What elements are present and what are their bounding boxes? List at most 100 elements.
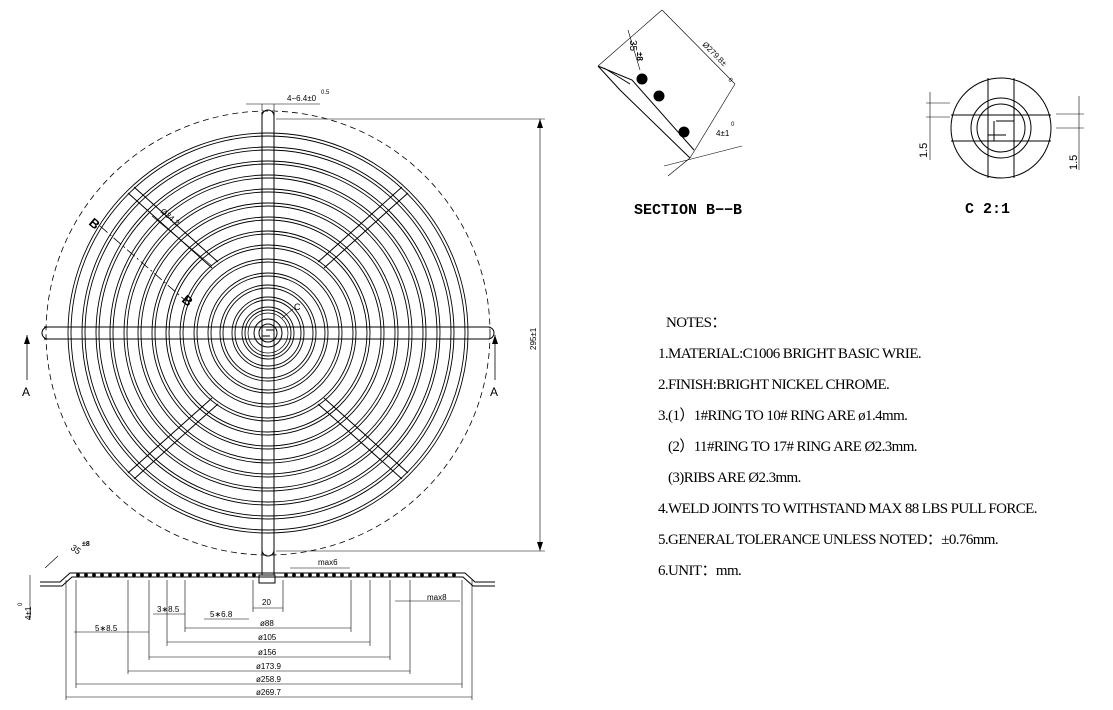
wire-section-dot — [100, 573, 104, 577]
wire-section-dot — [156, 573, 160, 577]
guard-ring — [140, 205, 396, 461]
guard-ring — [241, 306, 295, 360]
section-angle: 35 — [627, 40, 638, 52]
wire-section-dot — [372, 573, 376, 577]
guard-ring — [165, 230, 371, 436]
wire-section-dot — [308, 573, 312, 577]
guard-ring — [154, 219, 382, 447]
section-a-right-label: A — [490, 385, 498, 399]
guard-ring — [222, 287, 314, 379]
side-view-labels: 35 ±8 4±1 0 max6 max8 5∗8.5 3∗8.5 5∗6.8 … — [18, 541, 447, 697]
guard-ring — [70, 135, 466, 531]
detail-c-labels: 1.5 1.5 C 2:1 — [918, 143, 1080, 218]
wire-section-dot — [76, 573, 80, 577]
wire-section-dot — [180, 573, 184, 577]
wire-section-dot — [236, 573, 240, 577]
mount-lug-right — [478, 326, 495, 340]
wire-section-dot — [364, 573, 368, 577]
center-rib-block — [258, 574, 276, 584]
section-bb-view — [597, 9, 743, 177]
side-angle-tol: ±8 — [82, 541, 90, 548]
top-slot-dim: 4−6.4±0 — [287, 94, 317, 103]
side-view — [29, 555, 495, 700]
wire-section-dot — [92, 573, 96, 577]
wire-section-dot — [292, 573, 296, 577]
guard-ring — [168, 233, 368, 433]
wire-section-dot — [188, 573, 192, 577]
guard-ring — [112, 177, 424, 489]
wire-section-dot — [356, 573, 360, 577]
guard-ring — [244, 309, 292, 357]
wire-section-dot — [140, 573, 144, 577]
wire-section-dot — [348, 573, 352, 577]
wire-section-dot — [444, 573, 448, 577]
side-angle-dim: 35 — [69, 542, 83, 556]
notes-heading: NOTES： — [666, 315, 726, 331]
note-item: 2.FINISH:BRIGHT NICKEL CHROME. — [658, 377, 890, 393]
guard-ring — [210, 275, 326, 391]
max-top-dim: max6 — [318, 558, 338, 567]
top-slot-tol: 0.5 — [321, 90, 330, 96]
section-offset-tol: 0 — [731, 122, 735, 128]
d269-dim: ø269.7 — [256, 688, 281, 697]
wire-section-dot — [252, 573, 256, 577]
wire-section-dot — [332, 573, 336, 577]
note-item: 4.WELD JOINTS TO WITHSTAND MAX 88 LBS PU… — [658, 501, 1037, 517]
wire-section-dot — [380, 573, 384, 577]
wire-section-dot — [124, 573, 128, 577]
wire-section-dot — [284, 573, 288, 577]
note-item: 1.MATERIAL:C1006 BRIGHT BASIC WRIE. — [658, 346, 922, 362]
d88-dim: ø88 — [260, 619, 274, 628]
guard-ring — [98, 163, 438, 503]
side-dimension-lines — [29, 555, 472, 698]
front-view — [24, 103, 545, 557]
detail-c-dim-right: 1.5 — [1068, 155, 1080, 170]
mount-lug-left — [41, 326, 58, 340]
guard-ring — [84, 149, 452, 517]
guard-ring — [193, 258, 343, 408]
section-bb-profile — [597, 65, 695, 159]
wire-section-dot — [420, 573, 424, 577]
hub-swirl — [261, 327, 275, 339]
guard-ring — [67, 132, 469, 534]
note-item: (3)RIBS ARE Ø2.3mm. — [668, 470, 801, 486]
guard-ring — [196, 261, 340, 405]
wire-section-dot — [196, 573, 200, 577]
section-wire-2 — [653, 90, 665, 102]
section-b-lower-label: B — [179, 292, 196, 310]
section-diameter: Ø279.8± — [701, 40, 729, 68]
section-offset: 4±1 — [716, 129, 730, 138]
max-side-dim: max8 — [427, 593, 447, 602]
mount-lug-bottom — [261, 541, 275, 557]
guard-ring — [95, 160, 441, 506]
detail-c-view — [926, 77, 1084, 179]
wire-section-dot — [84, 573, 88, 577]
guard-ring — [126, 191, 410, 475]
wire-section-dot — [148, 573, 152, 577]
guard-ring — [137, 202, 399, 464]
height-dim: 295±1 — [529, 327, 538, 350]
wire-section-dot — [204, 573, 208, 577]
section-a-left-label: A — [22, 385, 30, 399]
wire-section-dots — [76, 573, 456, 577]
guard-ring — [182, 247, 354, 419]
mount-lug-top — [261, 109, 275, 125]
detail-c-dim-left: 1.5 — [918, 143, 930, 158]
section-bb-title: SECTION B−−B — [634, 202, 742, 219]
guard-ring — [207, 272, 329, 394]
note-item: 5.GENERAL TOLERANCE UNLESS NOTED：±0.76mm… — [658, 532, 999, 548]
wire-section-dot — [220, 573, 224, 577]
wire-section-dot — [228, 573, 232, 577]
guard-ring — [219, 284, 317, 382]
wire-section-dot — [396, 573, 400, 577]
wire-section-dot — [388, 573, 392, 577]
seg3-dim: 5∗6.8 — [210, 610, 233, 619]
side-offset-dim: 4±1 — [24, 606, 33, 620]
wire-section-dot — [452, 573, 456, 577]
wire-section-dot — [324, 573, 328, 577]
notes-block: NOTES： 1.MATERIAL:C1006 BRIGHT BASIC WRI… — [658, 308, 1108, 587]
wire-section-dot — [316, 573, 320, 577]
seg2-dim: 3∗8.5 — [157, 605, 180, 614]
detail-c-label: C — [294, 302, 301, 312]
